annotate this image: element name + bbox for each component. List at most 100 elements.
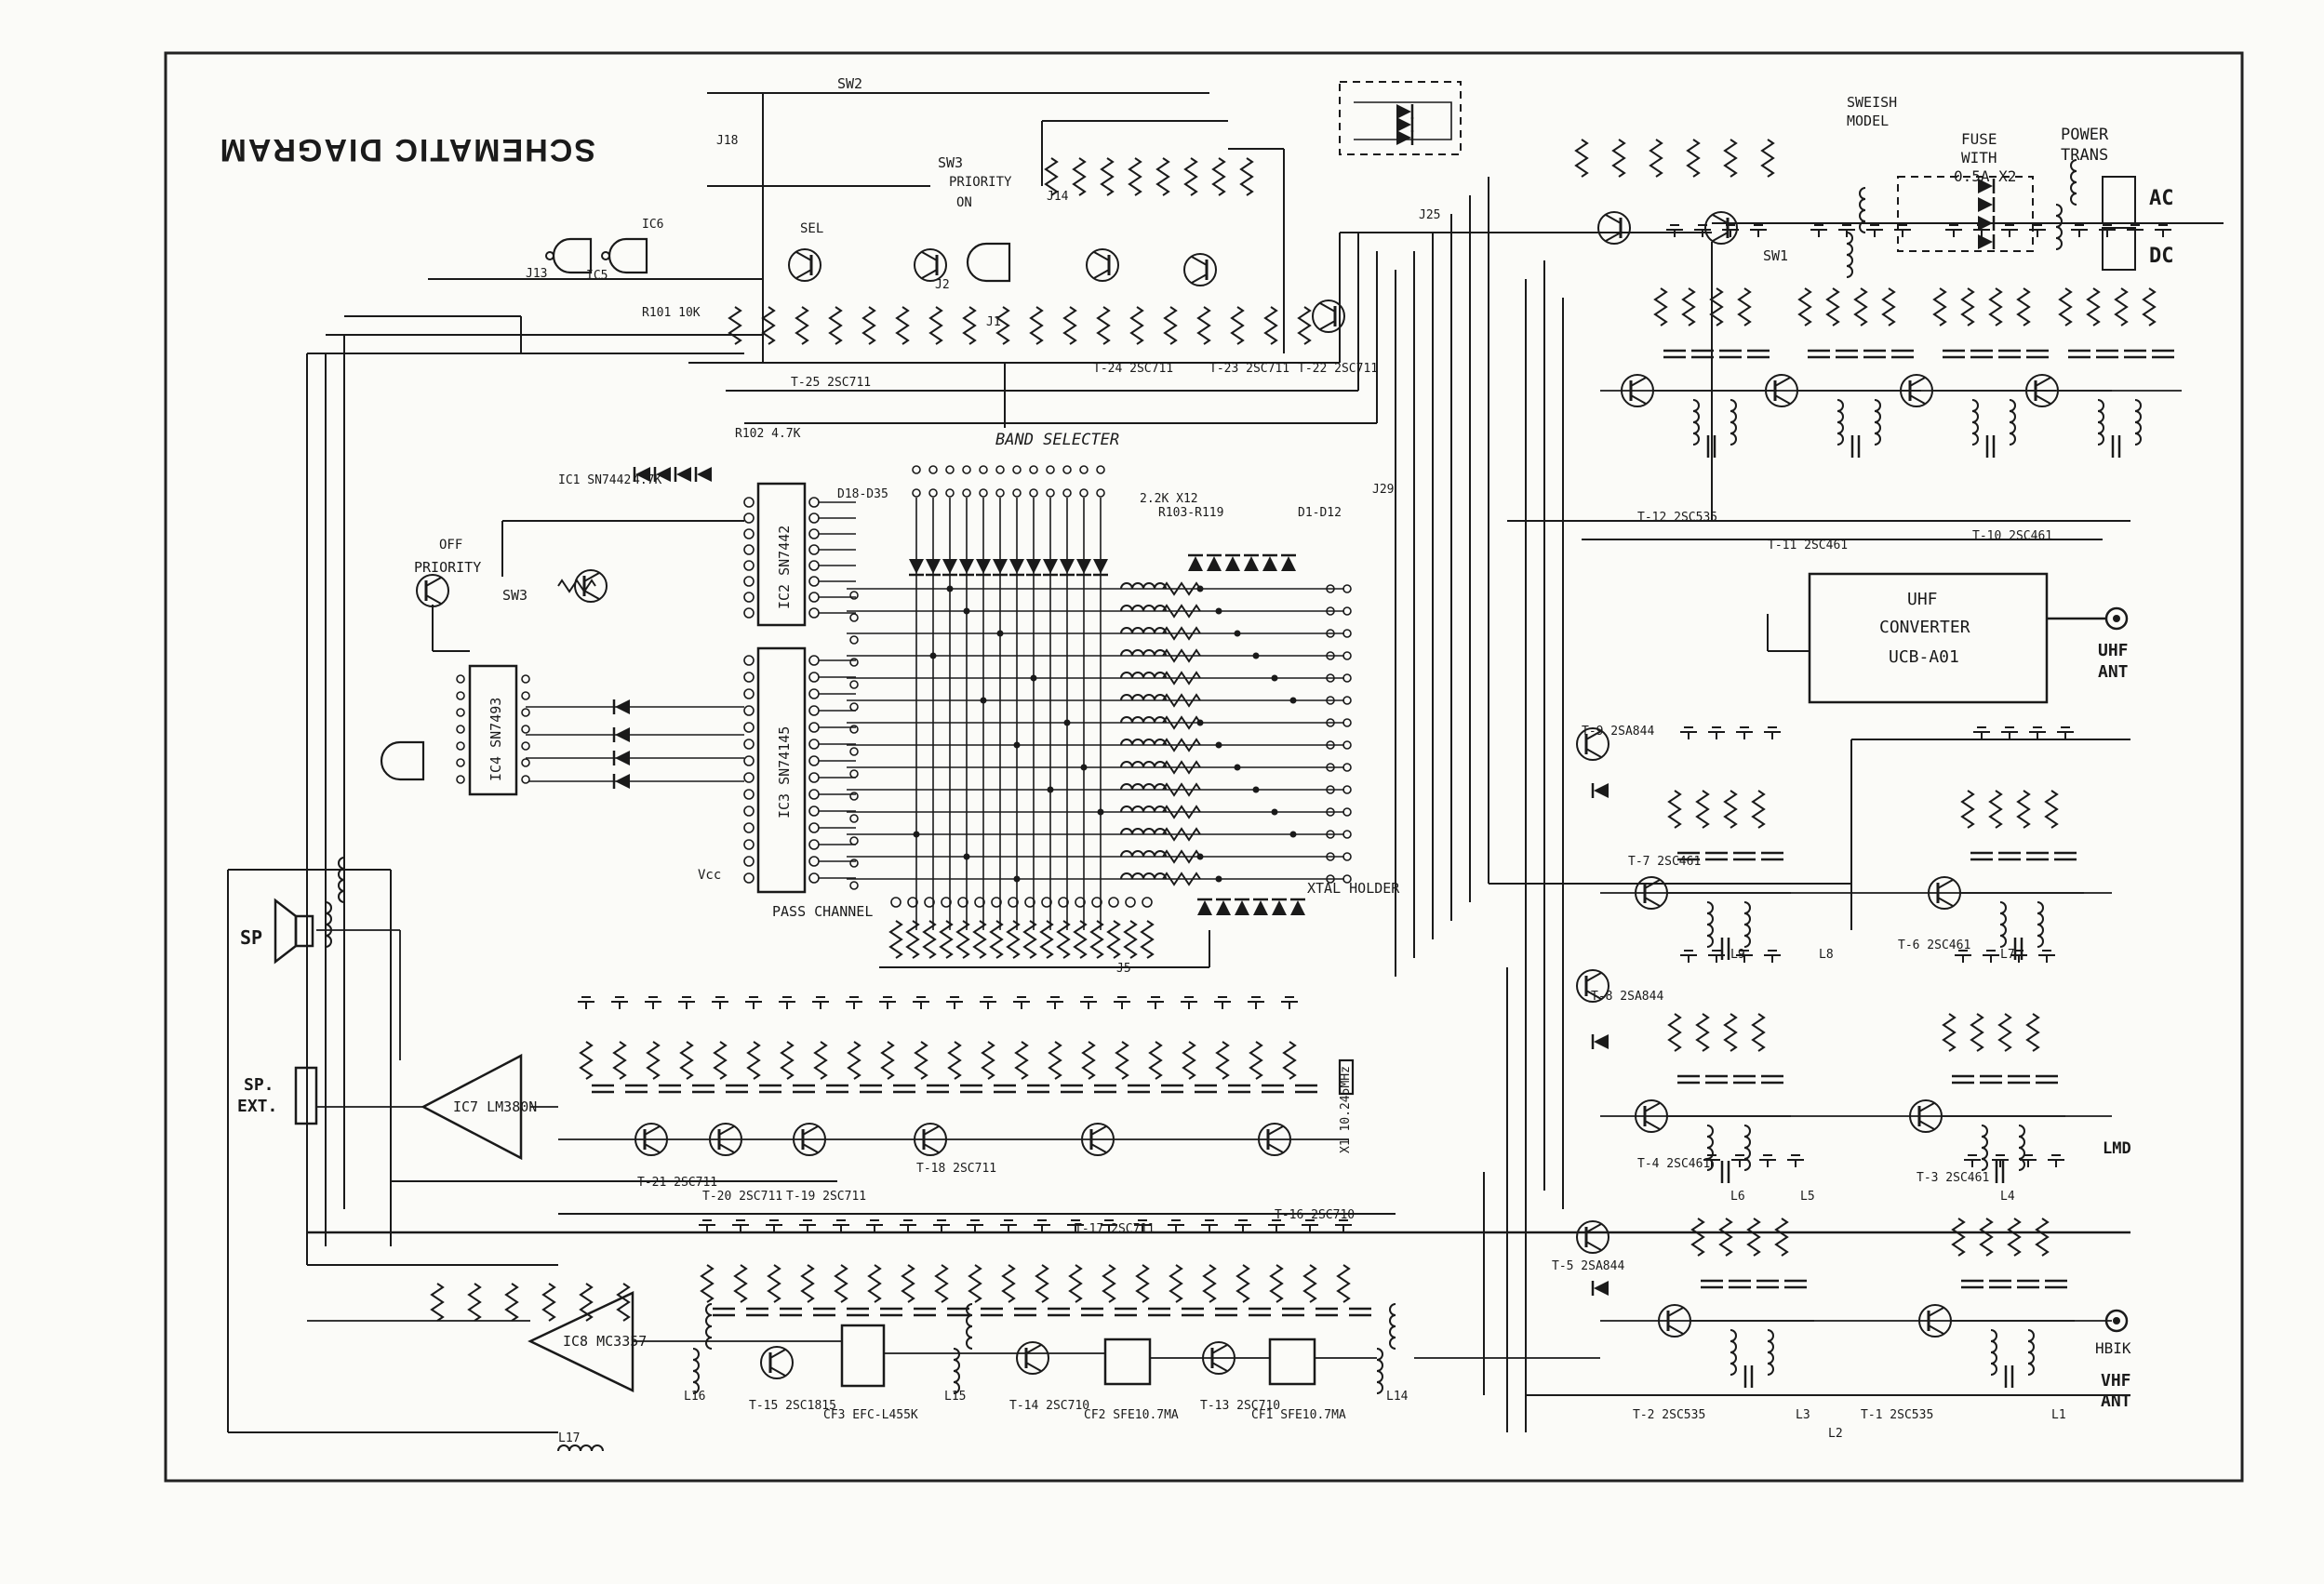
ic1-label: IC3 SN74145 [776, 726, 793, 819]
ext-speaker-jack: EXT. SP. [237, 1066, 318, 1125]
ic8-label: IC8 MC3357 [563, 1333, 647, 1350]
ext-sp-label-2: SP. [244, 1075, 274, 1095]
t15-label: T-15 2SC1815 [749, 1399, 836, 1413]
ic1-counter: IC3 SN74145 [756, 646, 807, 894]
diode-bank-band [907, 557, 1110, 577]
x1-label: X1 10.245MHz [1339, 1066, 1353, 1153]
t6-label: T-6 2SC461 [1898, 938, 1970, 952]
t4-label: T-4 2SC461 [1637, 1157, 1710, 1171]
ic2-decoder: IC2 SN7442 [756, 482, 807, 627]
vhf-ant-band: HBIK [2095, 1339, 2131, 1357]
t25-label: T-25 2SC711 [791, 376, 871, 390]
t16-label: T-16 2SC710 [1275, 1208, 1355, 1222]
ic5-label: IC5 [586, 269, 608, 283]
ceramic-filters: CF3 EFC-L455K CF2 SFE10.7MA CF1 SFE10.7M… [823, 1324, 1346, 1422]
title-block: SCHEMATIC DIAGRAM [219, 132, 595, 167]
l4-label: L4 [2000, 1190, 2015, 1204]
j13-label: J13 [526, 267, 547, 281]
priority-top-label: PRIORITY [949, 175, 1012, 190]
schematic-artwork [227, 92, 2224, 1452]
t24-label: T-24 2SC711 [1093, 362, 1173, 376]
ic7-audio-amp: IC7 LM380N [421, 1053, 537, 1161]
t8-label: T-8 2SA844 [1591, 990, 1663, 1004]
t14-label: T-14 2SC710 [1009, 1399, 1089, 1413]
ext-sp-label: EXT. [237, 1097, 277, 1116]
sw3-top-label: SW3 [938, 154, 963, 171]
sweish-model-label-2: MODEL [1847, 113, 1889, 129]
part-designators: T-1 2SC535 T-2 2SC535 T-3 2SC461 T-4 2SC… [526, 134, 2066, 1445]
sw2-label: SW2 [837, 75, 862, 92]
diode-bank-xtal-bottom [1195, 898, 1307, 917]
speaker-label: SP [240, 926, 262, 949]
ic7-label: IC7 LM380N [453, 1098, 537, 1115]
page-title: SCHEMATIC DIAGRAM [219, 132, 595, 167]
t11-label: T-11 2SC461 [1768, 539, 1848, 552]
l17-label: L17 [558, 1431, 580, 1445]
uhf-ant-label: UHF [2098, 641, 2129, 660]
d18-label: D18-D35 [837, 487, 888, 501]
t20-label: T-20 2SC711 [702, 1190, 782, 1204]
t17-label: T-17 2SC711 [1075, 1222, 1155, 1236]
ic2-label: IC2 SN7442 [776, 526, 793, 609]
vhf-ant-label-2: ANT [2101, 1391, 2131, 1411]
t18-label: T-18 2SC711 [916, 1162, 996, 1176]
uhf-converter-model: UCB-A01 [1889, 647, 1959, 667]
r101-label: R101 10K [642, 306, 701, 320]
t3-label: T-3 2SC461 [1917, 1171, 1989, 1185]
sel-label: SEL [800, 221, 823, 236]
ic8-fm-if: IC8 MC3357 [528, 1291, 647, 1392]
t2-label: T-2 2SC535 [1633, 1408, 1705, 1422]
uhf-ant-label-2: ANT [2098, 662, 2129, 682]
fuse-rating: 0.5A X2 [1954, 167, 2016, 185]
power-trans-label: POWER [2061, 126, 2109, 144]
l7-label: L7 [2000, 948, 2015, 962]
ic-pin-rows [456, 497, 859, 890]
t7-label: T-7 2SC461 [1628, 855, 1701, 869]
ic4-counter: IC4 SN7493 [468, 664, 518, 796]
t12-label: T-12 2SC535 [1637, 511, 1717, 525]
l5-label: L5 [1800, 1190, 1815, 1204]
j14-label: J14 [1047, 190, 1069, 204]
r102-label: R102 4.7K [735, 427, 801, 441]
fuse-label: FUSE [1961, 130, 1997, 148]
t5-label: T-5 2SA844 [1552, 1259, 1624, 1273]
cf3-label: CF3 EFC-L455K [823, 1408, 918, 1422]
on-label: ON [956, 195, 972, 210]
ac-input-label: AC [2149, 187, 2174, 210]
vhf-ant-label: VHF [2101, 1371, 2131, 1391]
t10-label: T-10 2SC461 [1972, 529, 2052, 543]
cf1-label: CF1 SFE10.7MA [1251, 1408, 1346, 1422]
cf2-label: CF2 SFE10.7MA [1084, 1408, 1179, 1422]
r103-label: R103-R119 [1158, 506, 1223, 520]
drawing-frame [164, 51, 2244, 1483]
d-xtal-label: D1-D12 [1298, 506, 1342, 520]
dc-input-label: DC [2149, 245, 2174, 268]
l16-label: L16 [684, 1390, 705, 1404]
j25-label: J25 [1419, 208, 1440, 222]
j2-label: J2 [935, 278, 950, 292]
vcc-label: Vcc [698, 868, 721, 883]
j29-label: J29 [1372, 483, 1394, 497]
ic4-label: IC4 SN7493 [488, 698, 504, 781]
l2-label: L2 [1828, 1427, 1843, 1441]
sw3-label: SW3 [502, 587, 528, 604]
priority-label: PRIORITY [414, 559, 481, 576]
uhf-converter-block: UHF CONVERTER UCB-A01 [1808, 572, 2049, 704]
fuse-label-2: WITH [1961, 149, 1997, 166]
t13-label: T-13 2SC710 [1200, 1399, 1280, 1413]
l15-label: L15 [944, 1390, 966, 1404]
section-labels: BAND SELECTER PASS CHANNEL XTAL HOLDER L… [414, 75, 2131, 1158]
l9-label: L9 [1730, 948, 1745, 962]
t1-label: T-1 2SC535 [1861, 1408, 1933, 1422]
r-2-2k-label: 2.2K X12 [1140, 492, 1198, 506]
sw1-label: SW1 [1763, 247, 1788, 264]
t23-label: T-23 2SC711 [1209, 362, 1289, 376]
l3-label: L3 [1796, 1408, 1810, 1422]
xtal-holder-label: XTAL HOLDER [1307, 880, 1400, 897]
uhf-converter-label: UHF [1907, 590, 1938, 609]
t19-label: T-19 2SC711 [786, 1190, 866, 1204]
j18-label: J18 [716, 134, 738, 148]
l6-label: L6 [1730, 1190, 1745, 1204]
ic6-label: IC6 [642, 218, 663, 232]
